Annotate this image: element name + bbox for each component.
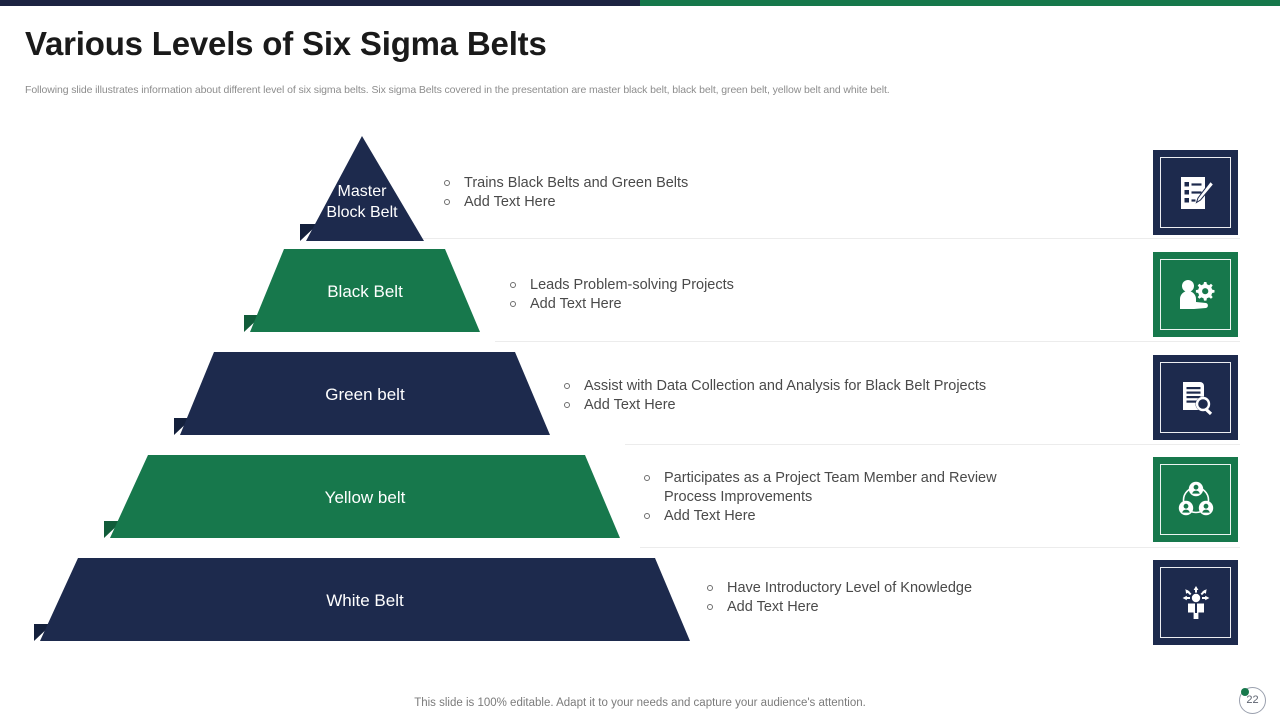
bullets-green-belt: Assist with Data Collection and Analysis… (562, 377, 1142, 415)
row-divider-4 (640, 547, 1240, 548)
page-title: Various Levels of Six Sigma Belts (25, 25, 547, 62)
bullets-master-black-belt: Trains Black Belts and Green Belts Add T… (442, 174, 1002, 212)
bullets-yellow-belt: Participates as a Project Team Member an… (642, 469, 1042, 526)
row-divider-3 (625, 444, 1240, 445)
footer-note: This slide is 100% editable. Adapt it to… (414, 697, 866, 709)
list-item: Participates as a Project Team Member an… (642, 469, 1042, 507)
pyramid-level-master-black-belt[interactable]: Master Block Belt (296, 136, 428, 241)
icon-tile-frame (1160, 464, 1231, 535)
top-accent-bar-right-segment (640, 0, 1280, 6)
green-belt-trapezoid (174, 352, 550, 435)
icon-tile-white-belt[interactable] (1153, 560, 1238, 645)
icon-tile-frame (1160, 567, 1231, 638)
page-number-value: 22 (1246, 694, 1259, 706)
team-circle-icon (1178, 481, 1213, 515)
white-belt-trapezoid (34, 558, 690, 641)
black-belt-trapezoid (244, 249, 480, 332)
row-divider-1 (420, 238, 1240, 239)
list-item: Add Text Here (508, 295, 1068, 314)
list-item: Have Introductory Level of Knowledge (705, 579, 1125, 598)
pyramid-level-green-belt[interactable]: Green belt (170, 352, 560, 435)
list-item: Leads Problem-solving Projects (508, 276, 1068, 295)
pyramid-level-yellow-belt[interactable]: Yellow belt (100, 455, 630, 538)
icon-tile-frame (1160, 157, 1231, 228)
list-item: Add Text Here (442, 193, 1002, 212)
list-item: Trains Black Belts and Green Belts (442, 174, 1002, 193)
yellow-belt-trapezoid (104, 455, 620, 538)
person-reading-knowledge-icon (1182, 585, 1209, 619)
six-sigma-pyramid-diagram: Master Block Belt Trains Black Belts and… (0, 128, 1280, 658)
master-black-belt-triangle (300, 136, 424, 241)
checklist-pencil-icon (1180, 176, 1214, 209)
list-item: Add Text Here (562, 396, 1142, 415)
bullets-white-belt: Have Introductory Level of Knowledge Add… (705, 579, 1125, 617)
person-gears-icon (1179, 279, 1214, 309)
top-accent-bar (0, 0, 1280, 6)
icon-tile-frame (1160, 259, 1231, 330)
bullets-black-belt: Leads Problem-solving Projects Add Text … (508, 276, 1068, 314)
list-item: Add Text Here (705, 598, 1125, 617)
icon-tile-frame (1160, 362, 1231, 433)
document-search-icon (1182, 381, 1212, 415)
list-item: Add Text Here (642, 507, 1042, 526)
pyramid-level-black-belt[interactable]: Black Belt (240, 249, 490, 332)
pyramid-level-white-belt[interactable]: White Belt (30, 558, 700, 641)
icon-tile-master-black-belt[interactable] (1153, 150, 1238, 235)
page-number-dot (1241, 688, 1249, 696)
list-item: Assist with Data Collection and Analysis… (562, 377, 1142, 396)
icon-tile-yellow-belt[interactable] (1153, 457, 1238, 542)
icon-tile-black-belt[interactable] (1153, 252, 1238, 337)
page-number-badge: 22 (1239, 687, 1266, 714)
top-accent-bar-left-segment (0, 0, 640, 6)
page-number-ring (1239, 687, 1266, 714)
icon-tile-green-belt[interactable] (1153, 355, 1238, 440)
row-divider-2 (495, 341, 1240, 342)
page-subtitle: Following slide illustrates information … (25, 84, 890, 96)
